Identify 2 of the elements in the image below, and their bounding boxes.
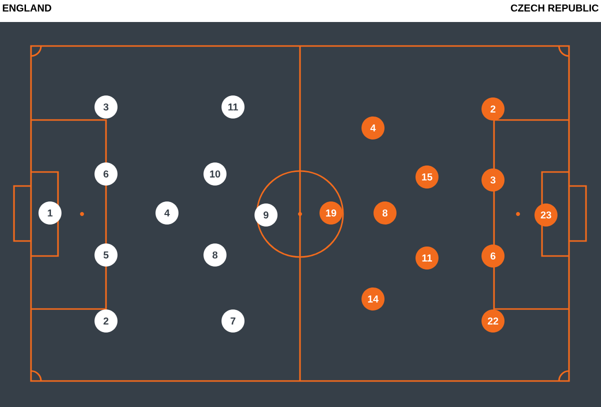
team-name: CZECH REPUBLIC — [510, 4, 599, 12]
team-name: ENGLAND — [2, 4, 52, 12]
